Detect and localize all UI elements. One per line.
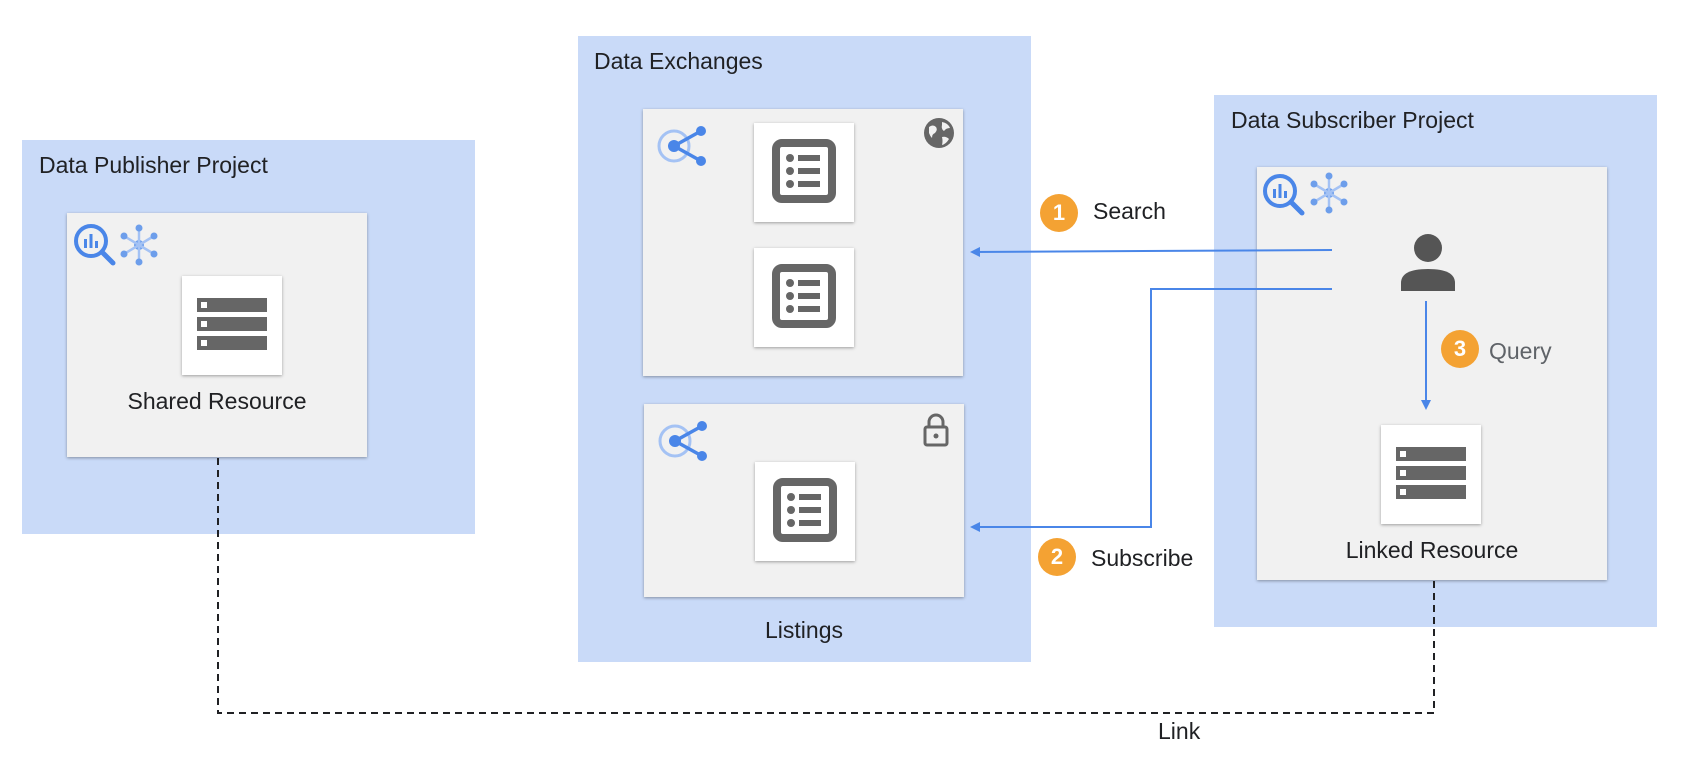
bigquery-icon — [74, 224, 116, 266]
listing-tile-1 — [754, 123, 854, 222]
user-icon — [1401, 234, 1455, 291]
analytics-hub-icon — [120, 224, 158, 266]
linked-resource-tile — [1381, 425, 1481, 524]
listing-icon — [773, 478, 837, 542]
subscriber-project-card: Linked Resource — [1257, 167, 1607, 580]
data-subscriber-project-title: Data Subscriber Project — [1231, 107, 1474, 133]
step-3-label: Query — [1489, 338, 1552, 364]
listings-label: Listings — [765, 617, 843, 643]
public-exchange-card — [643, 109, 963, 376]
step-2-badge: 2 — [1038, 538, 1076, 576]
bigquery-icon — [1263, 174, 1305, 216]
listing-tile-2 — [754, 248, 854, 347]
dataset-icon — [197, 298, 267, 350]
step-1-badge: 1 — [1040, 194, 1078, 232]
globe-icon — [924, 118, 954, 148]
listing-tile-3 — [755, 462, 855, 561]
linked-resource-label: Linked Resource — [1345, 537, 1519, 563]
listing-icon — [772, 264, 836, 328]
listing-icon — [772, 139, 836, 203]
publisher-project-card: Shared Resource — [67, 213, 367, 457]
link-label: Link — [1158, 718, 1201, 744]
share-icon — [657, 126, 706, 166]
dataset-icon — [1396, 447, 1466, 499]
data-exchanges-title: Data Exchanges — [594, 48, 763, 74]
lock-icon — [923, 413, 949, 447]
shared-resource-label: Shared Resource — [127, 388, 307, 414]
step-2-label: Subscribe — [1091, 545, 1194, 571]
analytics-hub-icon — [1310, 172, 1348, 214]
data-publisher-project-title: Data Publisher Project — [39, 152, 268, 178]
shared-resource-tile — [182, 276, 282, 375]
step-1-label: Search — [1093, 198, 1166, 224]
step-3-badge: 3 — [1441, 330, 1479, 368]
share-icon — [658, 421, 707, 461]
private-exchange-card — [644, 404, 964, 597]
